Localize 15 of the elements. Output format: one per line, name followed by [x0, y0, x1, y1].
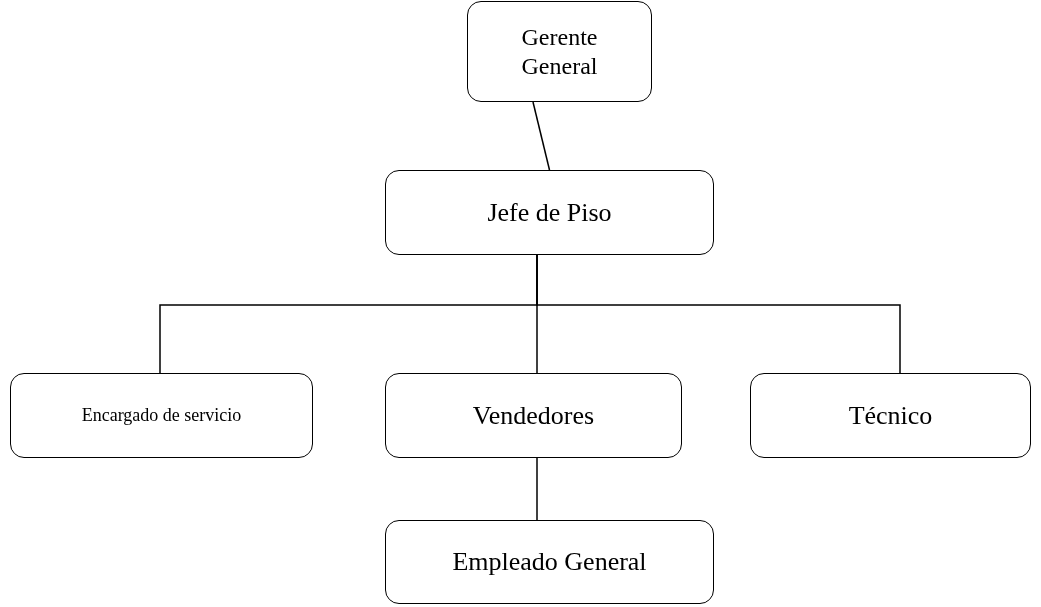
position-title: Empleado General — [452, 546, 647, 578]
position-box — [385, 170, 714, 255]
position-title: Gerente General — [520, 22, 599, 81]
connector-line — [536, 457, 538, 521]
position-box — [750, 373, 1031, 458]
position-title: Vendedores — [472, 399, 595, 432]
position-box — [385, 520, 714, 604]
connector-line — [532, 101, 551, 171]
position-title: Técnico — [848, 399, 933, 432]
position-title: Encargado de servicio — [81, 404, 242, 427]
position-title: Jefe de Piso — [487, 196, 612, 229]
position-box — [10, 373, 313, 458]
position-box — [467, 1, 652, 102]
position-box — [385, 373, 682, 458]
connector-line — [536, 254, 901, 374]
